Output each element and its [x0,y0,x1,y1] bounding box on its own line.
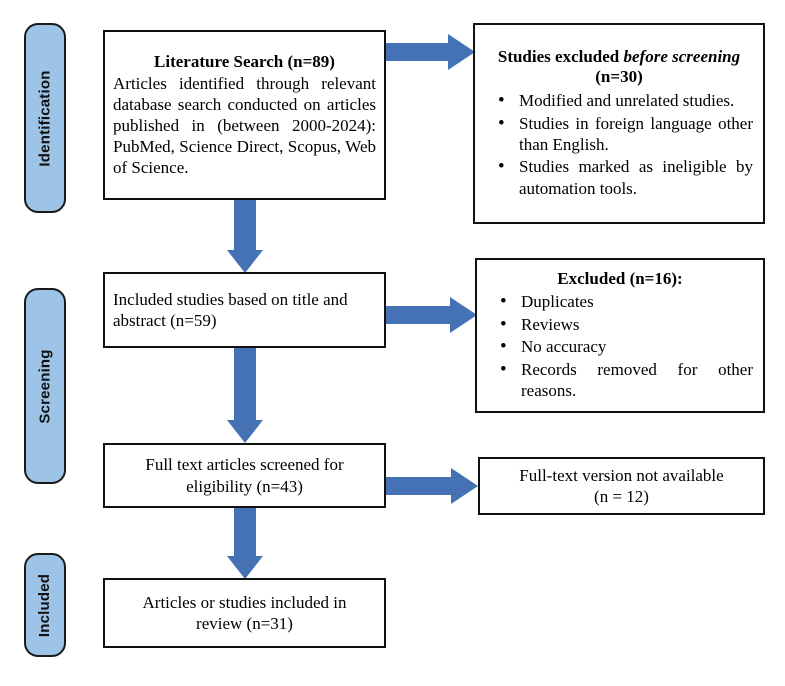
stage-label-identification: Identification [36,69,54,167]
list-item: Duplicates [500,290,753,314]
list-item: No accuracy [500,335,753,359]
box-excluded-16: Excluded (n=16): Duplicates Reviews No a… [475,258,765,413]
excluded-16-title: Excluded (n=16): [557,268,683,288]
box-full-text-screened: Full text articles screened for eligibil… [103,443,386,508]
list-item: Modified and unrelated studies. [498,89,753,113]
included-title-abstract-text: Included studies based on title and abst… [113,289,348,330]
arrow-down-screening-to-fulltext [226,348,264,444]
included-in-review-line1: Articles or studies included in [142,592,347,612]
box-excluded-before-screening: Studies excluded before screening (n=30)… [473,23,765,224]
excluded-16-list: Duplicates Reviews No accuracy Records r… [487,290,753,402]
excluded-before-screening-list: Modified and unrelated studies. Studies … [485,89,753,200]
excluded-before-screening-title-part1: Studies excluded [497,46,624,66]
list-item: Studies in foreign language other than E… [498,112,753,156]
literature-search-title: Literature Search (n=89) [154,51,335,71]
arrow-right-fulltext-unavailable [386,466,479,506]
full-text-unavailable-line2: (n = 12) [594,487,649,506]
excluded-before-screening-title-part2: (n=30) [595,67,643,87]
full-text-unavailable-line1: Full-text version not available [519,465,724,485]
excluded-before-screening-title-italic: before screening [623,46,741,66]
stage-label-included: Included [36,573,54,637]
box-literature-search: Literature Search (n=89) Articles identi… [103,30,386,200]
box-included-in-review: Articles or studies included in review (… [103,578,386,648]
box-full-text-unavailable: Full-text version not available (n = 12) [478,457,765,515]
included-in-review-line2: review (n=31) [196,614,293,633]
full-text-screened-text: Full text articles screened for eligibil… [145,455,344,496]
stage-label-screening: Screening [36,348,54,424]
arrow-down-identification-to-screening [226,200,264,274]
arrow-down-fulltext-to-included [226,508,264,580]
arrow-right-screening-excluded [386,295,478,335]
list-item: Records removed for other reasons. [500,358,753,402]
stage-pill-identification: Identification [24,23,66,213]
stage-pill-included: Included [24,553,66,657]
stage-pill-screening: Screening [24,288,66,484]
list-item: Studies marked as ineligible by automati… [498,155,753,199]
literature-search-body: Articles identified through relevant dat… [113,73,376,177]
arrow-right-identification [386,32,476,72]
list-item: Reviews [500,313,753,337]
excluded-before-screening-title: Studies excluded before screening (n=30) [485,47,753,88]
box-included-title-abstract: Included studies based on title and abst… [103,272,386,348]
